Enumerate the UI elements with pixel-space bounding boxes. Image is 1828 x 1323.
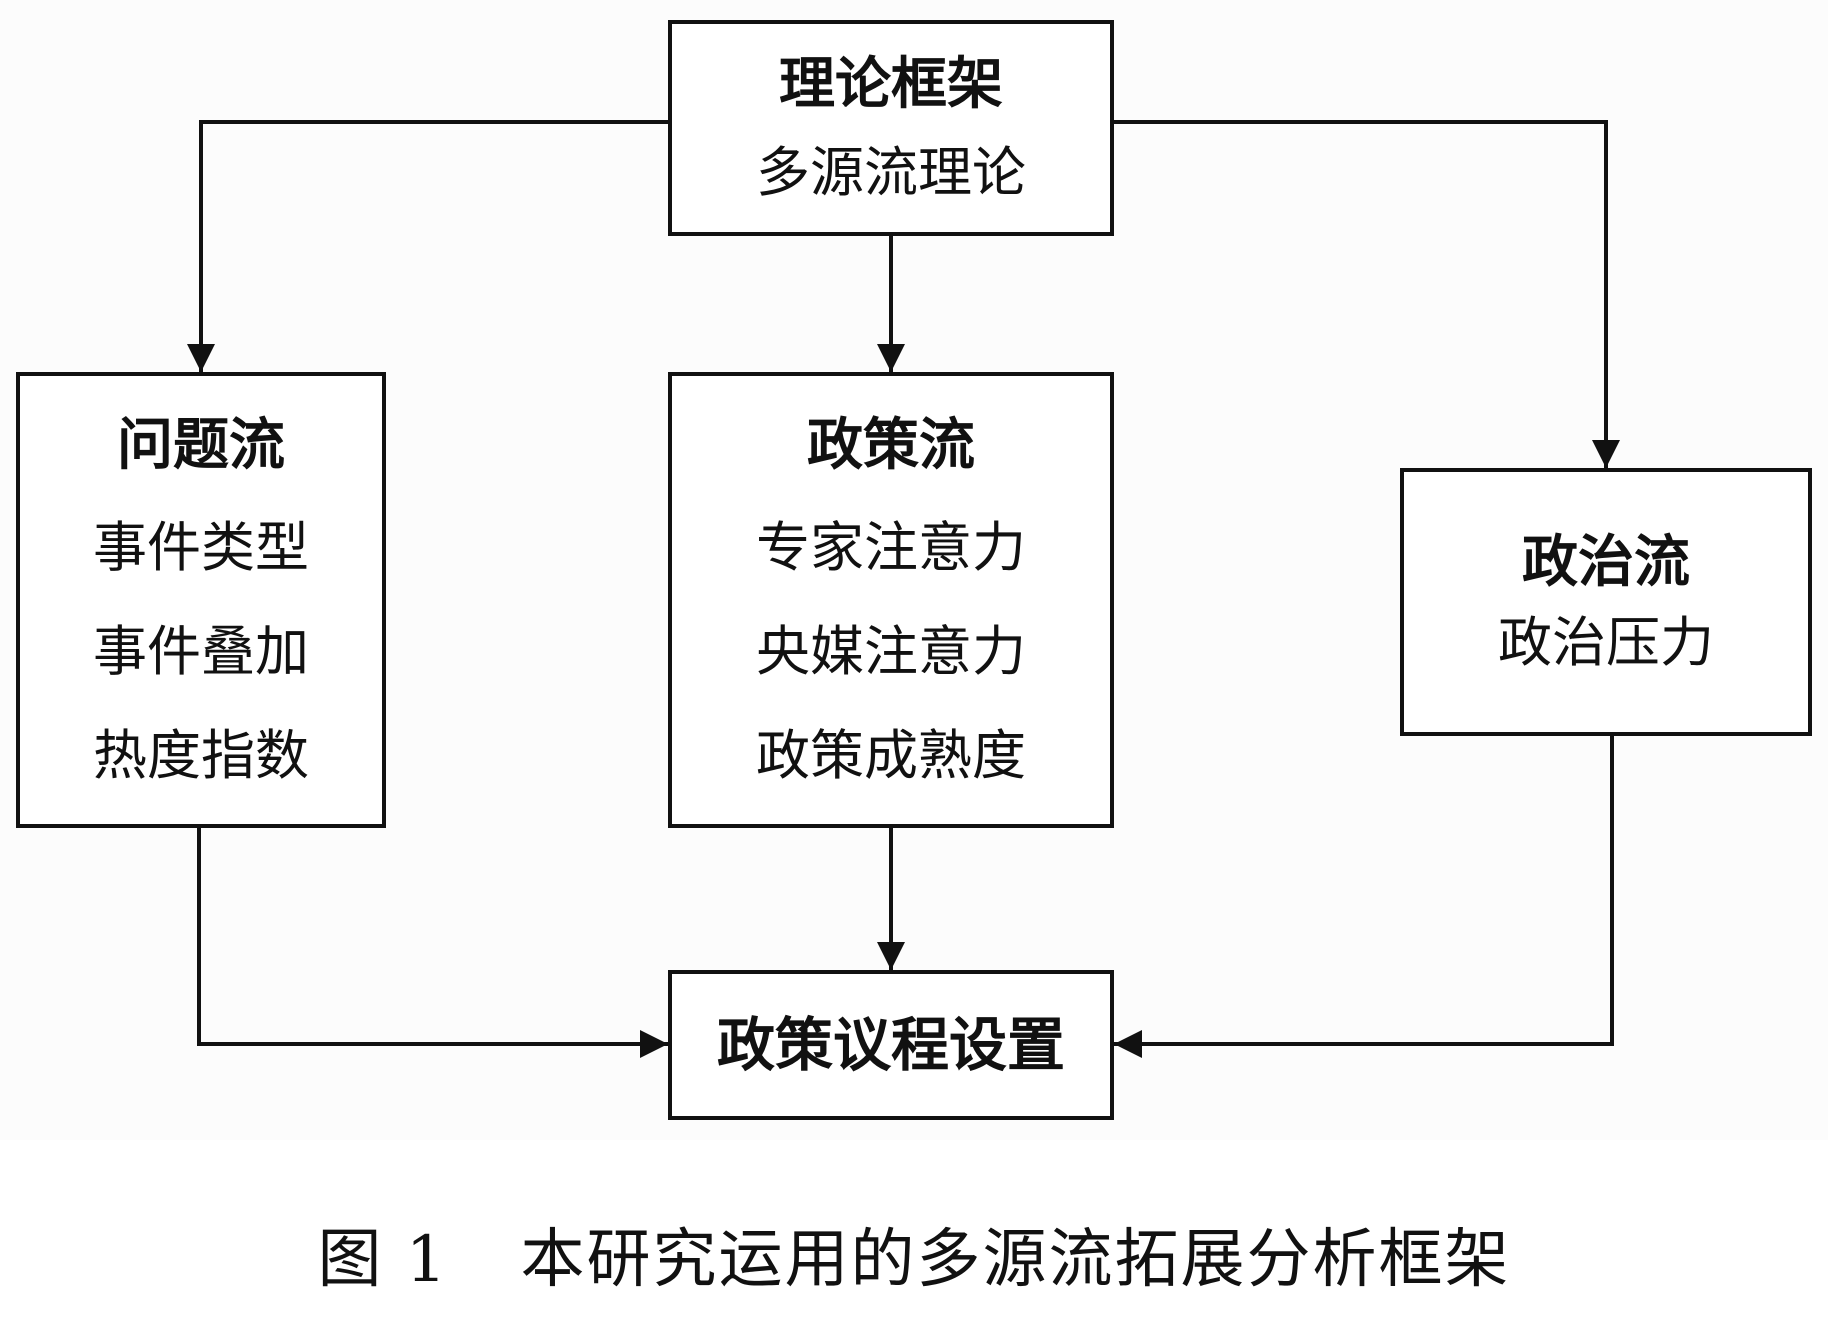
flowchart: 理论框架 多源流理论 问题流 事件类型 事件叠加 热度指数 政策流 专家注意力 … <box>16 20 1812 1120</box>
figure-caption-text: 本研究运用的多源流拓展分析框架 <box>520 1223 1511 1297</box>
policy-stream-item: 政策成熟度 <box>756 724 1026 787</box>
problem-stream-box: 问题流 事件类型 事件叠加 热度指数 <box>16 372 386 828</box>
problem-stream-item: 热度指数 <box>93 724 309 787</box>
arrow-politics-to-agenda <box>1114 736 1614 1058</box>
problem-stream-item: 事件类型 <box>93 516 309 579</box>
agenda-title: 政策议程设置 <box>716 1011 1065 1079</box>
arrow-theory-to-problem <box>187 120 668 372</box>
policy-stream-item: 专家注意力 <box>756 516 1026 579</box>
policy-stream-box: 政策流 专家注意力 央媒注意力 政策成熟度 <box>668 372 1114 828</box>
theory-item: 多源流理论 <box>756 141 1026 204</box>
politics-stream-box: 政治流 政治压力 <box>1400 468 1812 736</box>
politics-stream-item: 政治压力 <box>1498 611 1714 674</box>
problem-stream-item: 事件叠加 <box>93 620 309 683</box>
connector-arrows <box>187 120 1620 1058</box>
theory-title: 理论框架 <box>779 51 1003 117</box>
figure-label: 图 1 <box>317 1223 449 1297</box>
policy-stream-item: 央媒注意力 <box>756 620 1026 683</box>
arrow-problem-to-agenda <box>197 828 668 1058</box>
agenda-setting-box: 政策议程设置 <box>668 970 1114 1120</box>
theory-framework-box: 理论框架 多源流理论 <box>668 20 1114 236</box>
politics-stream-title: 政治流 <box>1522 529 1690 595</box>
arrow-theory-to-politics <box>1114 120 1620 468</box>
policy-stream-title: 政策流 <box>807 412 975 478</box>
problem-stream-title: 问题流 <box>117 412 285 478</box>
